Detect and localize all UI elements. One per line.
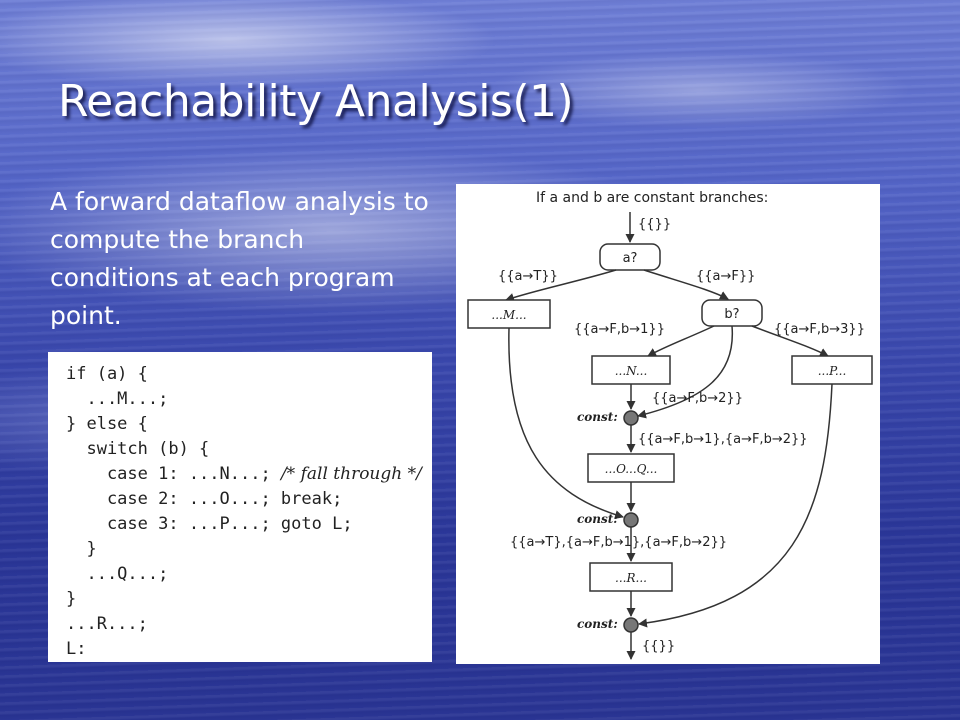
diagram-caption: If a and b are constant branches: bbox=[536, 190, 768, 206]
edge-a-to-m bbox=[505, 269, 617, 302]
node-box-oq-label: ...O...Q... bbox=[605, 462, 658, 476]
code-listing: if (a) { ...M...; } else { switch (b) { … bbox=[48, 352, 432, 662]
code-line: case 2: ...O...; break; bbox=[66, 489, 343, 509]
label-b-2: {{a→F,b→2}} bbox=[652, 391, 743, 406]
slide-title: Reachability Analysis(1) bbox=[58, 76, 574, 127]
const-label-3: const: bbox=[577, 617, 618, 631]
node-box-r-label: ...R... bbox=[615, 571, 647, 585]
const-node-1 bbox=[623, 410, 639, 426]
label-merge-2: {{a→T},{a→F,b→1},{a→F,b→2}} bbox=[510, 535, 727, 550]
code-line: ...R...; bbox=[66, 614, 148, 634]
label-exit: {{}} bbox=[642, 639, 675, 654]
node-box-r bbox=[589, 562, 673, 592]
node-a-decision-label: a? bbox=[623, 251, 638, 266]
edge-b-to-n bbox=[647, 325, 715, 357]
code-line: } bbox=[66, 539, 97, 559]
const-node-2 bbox=[623, 512, 639, 528]
node-box-m-label: ...M... bbox=[491, 308, 526, 322]
edge-p-to-const3 bbox=[638, 383, 833, 628]
const-node-3 bbox=[623, 617, 639, 633]
edge-m-to-const2 bbox=[508, 327, 624, 520]
flow-diagram: If a and b are constant branches: {{}} a… bbox=[456, 184, 880, 664]
flow-diagram-svg: If a and b are constant branches: {{}} a… bbox=[467, 190, 873, 660]
label-a-false: {{a→F}} bbox=[696, 269, 755, 284]
node-box-p bbox=[791, 355, 873, 385]
node-box-m bbox=[467, 299, 551, 329]
edge-b-to-p bbox=[751, 325, 829, 357]
code-line: L: bbox=[66, 639, 87, 659]
code-line: case 3: ...P...; goto L; bbox=[66, 514, 353, 534]
label-b-3: {{a→F,b→3}} bbox=[774, 322, 865, 337]
const-label-2: const: bbox=[577, 512, 618, 526]
node-b-decision-label: b? bbox=[724, 307, 739, 322]
edge-a-to-b bbox=[643, 269, 729, 300]
code-line: if (a) { bbox=[66, 364, 148, 384]
node-box-n-label: ...N... bbox=[615, 364, 648, 378]
label-merge-1: {{a→F,b→1},{a→F,b→2}} bbox=[638, 432, 808, 447]
node-box-p-label: ...P... bbox=[818, 364, 847, 378]
edge-b-to-const1 bbox=[637, 325, 734, 419]
code-comment: /* fall through */ bbox=[280, 464, 422, 484]
label-a-true: {{a→T}} bbox=[498, 269, 558, 284]
code-line: ...M...; bbox=[66, 389, 169, 409]
code-line: } bbox=[66, 589, 77, 609]
node-a-decision bbox=[599, 243, 661, 271]
label-b-1: {{a→F,b→1}} bbox=[574, 322, 665, 337]
node-box-oq bbox=[587, 453, 675, 483]
label-entry: {{}} bbox=[638, 217, 671, 232]
const-label-1: const: bbox=[577, 410, 618, 424]
code-line: } else { bbox=[66, 414, 148, 434]
slide-description: A forward dataflow analysis to compute t… bbox=[50, 187, 429, 330]
node-box-n bbox=[591, 355, 671, 385]
code-line: ...Q...; bbox=[66, 564, 169, 584]
code-line: case 1: ...N...; /* fall through */ bbox=[66, 464, 422, 484]
code-line: switch (b) { bbox=[66, 439, 210, 459]
